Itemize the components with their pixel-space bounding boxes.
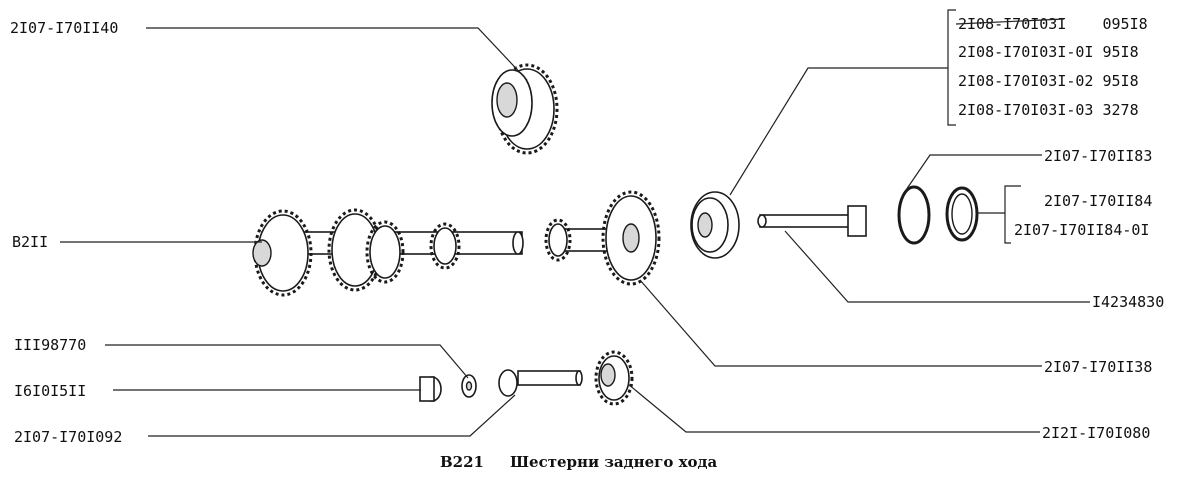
label-2121-1701080: 2I2I-I70I080 bbox=[1042, 424, 1150, 442]
snap-ring-2107-1701183 bbox=[897, 185, 931, 245]
variant-1: 2I08-I70I03I-0I 95I8 bbox=[958, 43, 1139, 61]
bearing bbox=[690, 191, 740, 259]
label-14234830: I4234830 bbox=[1092, 293, 1164, 311]
leader-2107-1701183 bbox=[905, 154, 1042, 191]
label-2107-1701140: 2I07-I70II40 bbox=[10, 19, 118, 37]
ring-bracket bbox=[1004, 185, 1021, 244]
leader-2107-1701140 bbox=[146, 27, 528, 81]
nut-16101511 bbox=[419, 376, 442, 402]
caption-title: Шестерни заднего хода bbox=[510, 453, 718, 471]
ring-2107-1701184 bbox=[945, 186, 979, 242]
variant-0: 2I08-I70I03I 095I8 bbox=[958, 15, 1148, 33]
gear-2107-1701138 bbox=[544, 190, 661, 286]
leader-2107-1701092 bbox=[148, 394, 516, 437]
shaft-b211 bbox=[252, 208, 524, 297]
label-11198770: III98770 bbox=[14, 336, 86, 354]
leader-14234830 bbox=[784, 230, 1090, 303]
leader-2107-1701138 bbox=[639, 279, 1042, 367]
washer-11198770 bbox=[461, 374, 477, 398]
gear-2121-1701080 bbox=[594, 350, 634, 406]
label-2107-1701184: 2I07-I70II84 bbox=[1044, 192, 1152, 210]
gear-2107-1701140 bbox=[491, 63, 559, 155]
variants-bracket bbox=[947, 9, 956, 126]
variant-2: 2I08-I70I03I-02 95I8 bbox=[958, 72, 1139, 90]
label-2107-1701183: 2I07-I70II83 bbox=[1044, 147, 1152, 165]
variant-0-strike bbox=[955, 18, 1065, 25]
variant-3: 2I08-I70I03I-03 3278 bbox=[958, 101, 1139, 119]
label-b211: B2II bbox=[12, 233, 48, 251]
bolt-14234830 bbox=[757, 205, 867, 237]
leader-bearing bbox=[729, 67, 948, 196]
leader-2121-1701080 bbox=[627, 383, 1040, 433]
label-16101511: I6I0I5II bbox=[14, 382, 86, 400]
label-2107-1701138: 2I07-I70II38 bbox=[1044, 358, 1152, 376]
label-2107-1701184-01: 2I07-I70II84-0I bbox=[1014, 221, 1149, 239]
caption-code: В221 bbox=[440, 453, 484, 471]
label-2107-1701092: 2I07-I70I092 bbox=[14, 428, 122, 446]
axle-2107-1701092 bbox=[498, 369, 583, 397]
leader-11198770 bbox=[105, 344, 469, 379]
